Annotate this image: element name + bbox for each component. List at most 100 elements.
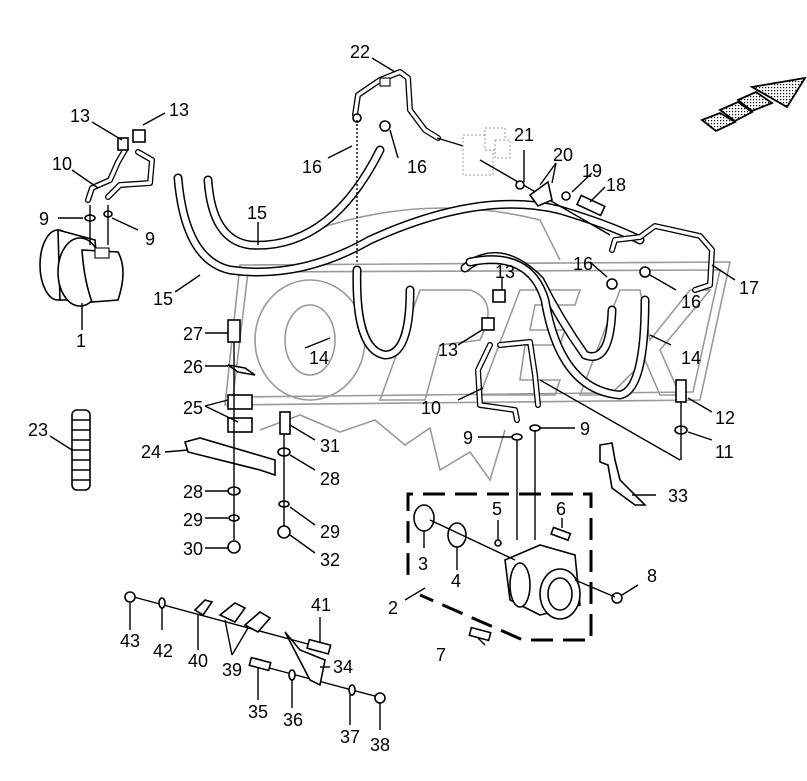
callout-28-a[interactable]: 28 bbox=[183, 482, 203, 502]
callout-32[interactable]: 32 bbox=[320, 550, 340, 570]
callout-35[interactable]: 35 bbox=[248, 702, 268, 722]
callout-30[interactable]: 30 bbox=[183, 539, 203, 559]
o-ring-21 bbox=[515, 180, 525, 190]
callout-31[interactable]: 31 bbox=[320, 436, 340, 456]
bolt-27 bbox=[227, 319, 241, 343]
callout-38[interactable]: 38 bbox=[370, 735, 390, 755]
bottom-clamp-linkage[interactable] bbox=[124, 591, 386, 704]
callout-13-a[interactable]: 13 bbox=[70, 106, 90, 126]
callout-9-a[interactable]: 9 bbox=[39, 209, 49, 229]
clamp-39-a bbox=[218, 602, 247, 624]
callout-27[interactable]: 27 bbox=[183, 324, 203, 344]
callout-29-b[interactable]: 29 bbox=[320, 522, 340, 542]
callout-16-b[interactable]: 16 bbox=[407, 157, 427, 177]
callout-5[interactable]: 5 bbox=[492, 499, 502, 519]
bolt-12-washer-11[interactable] bbox=[674, 379, 688, 460]
callout-7[interactable]: 7 bbox=[436, 645, 446, 665]
forward-direction-arrow bbox=[700, 76, 807, 133]
callout-labels: 1 2 3 4 5 6 7 8 9 9 9 9 10 10 11 12 13 1… bbox=[28, 42, 759, 755]
callout-26[interactable]: 26 bbox=[183, 357, 203, 377]
cover-3 bbox=[413, 504, 435, 532]
callout-13-b[interactable]: 13 bbox=[169, 100, 189, 120]
plate-26 bbox=[227, 364, 256, 376]
callout-12[interactable]: 12 bbox=[715, 408, 735, 428]
callout-3[interactable]: 3 bbox=[418, 554, 428, 574]
plug-5 bbox=[494, 539, 502, 547]
callout-16-c[interactable]: 16 bbox=[573, 254, 593, 274]
callout-34[interactable]: 34 bbox=[333, 657, 353, 677]
callout-11[interactable]: 11 bbox=[715, 442, 734, 462]
callout-6[interactable]: 6 bbox=[556, 499, 566, 519]
callout-37[interactable]: 37 bbox=[340, 727, 360, 747]
callout-29-a[interactable]: 29 bbox=[183, 510, 203, 530]
center-tube-assembly[interactable] bbox=[475, 289, 681, 540]
callout-14-b[interactable]: 14 bbox=[681, 348, 701, 368]
callout-17[interactable]: 17 bbox=[739, 278, 759, 298]
callout-22[interactable]: 22 bbox=[350, 42, 370, 62]
o-ring-9-c bbox=[511, 433, 523, 441]
fittings-18-21[interactable] bbox=[479, 159, 611, 236]
left-travel-motor[interactable] bbox=[39, 228, 124, 307]
callout-28-b[interactable]: 28 bbox=[320, 469, 340, 489]
callout-39[interactable]: 39 bbox=[222, 660, 242, 680]
washer-42 bbox=[158, 597, 166, 609]
clamp-39-b bbox=[243, 611, 272, 634]
hoses-14[interactable] bbox=[352, 251, 650, 400]
callout-10-b[interactable]: 10 bbox=[421, 398, 441, 418]
callout-1[interactable]: 1 bbox=[76, 331, 86, 351]
callout-20[interactable]: 20 bbox=[553, 145, 573, 165]
washer-36 bbox=[288, 669, 296, 681]
callout-9-c[interactable]: 9 bbox=[580, 419, 590, 439]
bolt-41 bbox=[306, 638, 332, 655]
callout-15-b[interactable]: 15 bbox=[153, 289, 173, 309]
callout-8[interactable]: 8 bbox=[647, 566, 657, 586]
bolt-7 bbox=[468, 626, 492, 642]
callout-13-c[interactable]: 13 bbox=[495, 262, 515, 282]
bracket-33[interactable] bbox=[599, 442, 647, 506]
callout-23[interactable]: 23 bbox=[28, 420, 48, 440]
conduit-23[interactable] bbox=[71, 409, 91, 491]
callout-25[interactable]: 25 bbox=[183, 398, 203, 418]
bolt-18 bbox=[575, 194, 606, 217]
callout-36[interactable]: 36 bbox=[283, 710, 303, 730]
fitting-13-c bbox=[492, 289, 506, 303]
washer-37 bbox=[348, 684, 356, 696]
callout-19[interactable]: 19 bbox=[582, 161, 602, 181]
callout-13-d[interactable]: 13 bbox=[438, 340, 458, 360]
flange-20 bbox=[528, 180, 553, 207]
callout-9-d[interactable]: 9 bbox=[463, 428, 473, 448]
fitting-13-d bbox=[481, 317, 495, 331]
plate-40 bbox=[193, 599, 214, 617]
callout-18[interactable]: 18 bbox=[606, 175, 626, 195]
fitting-13-b bbox=[132, 129, 146, 143]
tube-17[interactable] bbox=[606, 223, 715, 293]
nut-32 bbox=[277, 525, 291, 539]
tube-22[interactable] bbox=[352, 69, 471, 262]
nut-38 bbox=[374, 692, 386, 704]
callout-14-a[interactable]: 14 bbox=[309, 348, 329, 368]
callout-42[interactable]: 42 bbox=[153, 641, 173, 661]
washer-16-c bbox=[606, 278, 618, 290]
callout-16-d[interactable]: 16 bbox=[681, 292, 701, 312]
callout-4[interactable]: 4 bbox=[451, 571, 461, 591]
callout-10-a[interactable]: 10 bbox=[52, 154, 72, 174]
callout-2[interactable]: 2 bbox=[388, 598, 398, 618]
clamp-25-top bbox=[227, 394, 253, 410]
callout-15-a[interactable]: 15 bbox=[247, 203, 267, 223]
right-travel-motor-kit[interactable] bbox=[406, 492, 623, 642]
callout-21[interactable]: 21 bbox=[514, 125, 534, 145]
left-tube-assembly[interactable] bbox=[84, 129, 155, 245]
bracket-34 bbox=[284, 631, 326, 687]
callout-9-b[interactable]: 9 bbox=[145, 229, 155, 249]
callout-43[interactable]: 43 bbox=[120, 631, 140, 651]
callout-40[interactable]: 40 bbox=[188, 651, 208, 671]
callout-33[interactable]: 33 bbox=[668, 486, 688, 506]
clamp-assembly[interactable] bbox=[183, 319, 291, 554]
nut-30 bbox=[227, 540, 241, 554]
washer-16-b bbox=[379, 120, 391, 132]
callout-41[interactable]: 41 bbox=[311, 595, 331, 615]
nut-43 bbox=[124, 591, 136, 603]
callout-16-a[interactable]: 16 bbox=[302, 157, 322, 177]
callout-24[interactable]: 24 bbox=[141, 442, 161, 462]
